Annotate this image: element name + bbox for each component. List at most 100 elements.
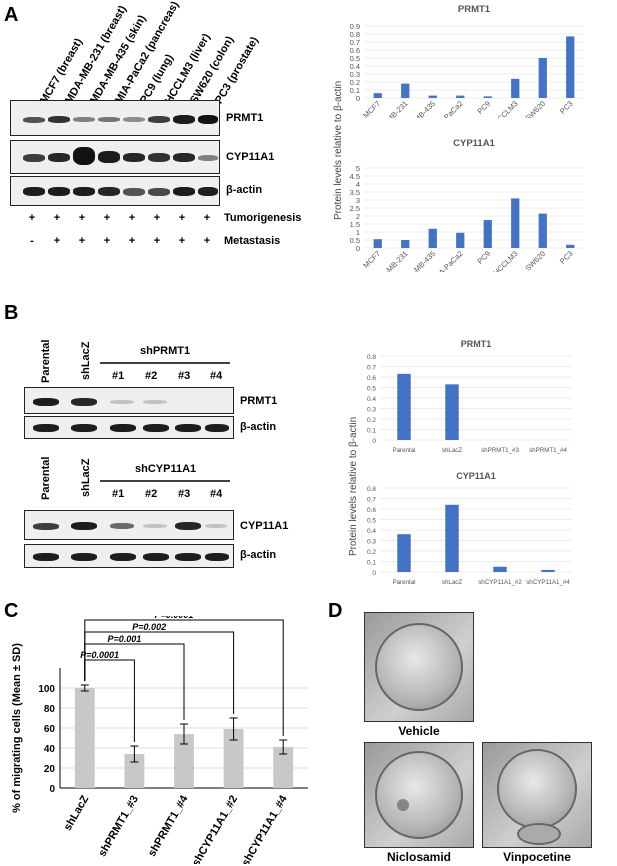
- y-tick-label: 1.5: [350, 220, 360, 229]
- x-tick-label: HCCLM3: [491, 249, 519, 272]
- sign-metastasis: +: [153, 235, 161, 247]
- x-tick-label: shCYP11A1_#4: [240, 793, 291, 864]
- sign-metastasis: +: [103, 235, 111, 247]
- y-tick-label: 0.2: [367, 417, 376, 424]
- y-tick-label: 2: [356, 212, 360, 221]
- bar: [273, 747, 294, 788]
- bar: [541, 569, 555, 572]
- lane-label: Parental: [40, 339, 52, 383]
- x-tick-label: MIA-PaCa2: [431, 99, 465, 118]
- y-tick-label: 0.5: [350, 54, 360, 63]
- bar: [538, 58, 547, 98]
- sign-tumorigenesis: +: [28, 212, 36, 224]
- p-value-label: P=0.0001: [155, 616, 194, 620]
- y-tick-label: 0: [372, 438, 376, 445]
- y-axis-label: % of migrating cells (Mean ± SD): [11, 643, 23, 813]
- chart-title: CYP11A1: [456, 471, 496, 481]
- clone-label: #4: [210, 488, 223, 500]
- y-tick-label: 60: [44, 724, 56, 735]
- x-tick-label: shCYP11A1_#2: [190, 794, 240, 865]
- blot-label-cyp11a1: CYP11A1: [226, 151, 275, 163]
- clone-label: #3: [178, 488, 191, 500]
- y-tick-label: 0.4: [367, 396, 376, 403]
- bar: [445, 384, 459, 440]
- x-tick-label: shPRMT1_#4: [529, 447, 567, 454]
- x-tick-label: PC9: [475, 249, 492, 266]
- y-tick-label: 0.2: [350, 78, 360, 87]
- bar: [174, 734, 194, 788]
- chart-b-cyp11a1: CYP11A100.10.20.30.40.50.60.70.8Parental…: [367, 471, 572, 586]
- blot-beta-actin-a: [10, 176, 220, 206]
- y-tick-label: 0.2: [367, 549, 376, 556]
- x-tick-label: shPRMT1_#3: [481, 447, 519, 454]
- sign-metastasis: +: [128, 235, 136, 247]
- clone-label: #4: [210, 370, 223, 382]
- chart-title: CYP11A1: [453, 138, 495, 149]
- group-label-shcyp11a1: shCYP11A1: [135, 463, 197, 475]
- y-tick-label: 2.5: [350, 204, 360, 213]
- y-tick-label: 0.3: [367, 539, 376, 546]
- sign-tumorigenesis: +: [128, 212, 136, 224]
- sign-tumorigenesis: +: [103, 212, 111, 224]
- embryo-photo-niclosamid: [364, 742, 474, 848]
- blot-prmt1-b: [24, 387, 234, 414]
- x-tick-label: shPRMT1_#4: [146, 793, 191, 859]
- bar: [397, 373, 411, 440]
- y-tick-label: 0.6: [350, 46, 360, 55]
- y-tick-label: 0.6: [367, 375, 376, 382]
- y-tick-label: 0.1: [350, 86, 360, 95]
- clone-label: #3: [178, 370, 191, 382]
- bar: [373, 239, 382, 248]
- clone-label: #1: [112, 488, 125, 500]
- y-tick-label: 80: [44, 704, 56, 715]
- bar: [456, 232, 465, 248]
- group-bracket: [100, 362, 230, 364]
- bar: [223, 729, 244, 788]
- blot-prmt1: [10, 100, 220, 136]
- x-tick-label: HCCLM3: [491, 99, 519, 118]
- x-tick-label: PC3: [558, 249, 575, 266]
- y-tick-label: 0.1: [367, 560, 376, 567]
- y-tick-label: 0.5: [367, 386, 376, 393]
- sign-tumorigenesis: +: [153, 212, 161, 224]
- y-tick-label: 0.3: [367, 407, 376, 414]
- y-tick-label: 0.4: [367, 528, 376, 535]
- row-label-tumorigenesis: Tumorigenesis: [224, 212, 302, 224]
- bar: [445, 504, 459, 572]
- x-tick-label: shLacZ: [62, 793, 92, 833]
- y-tick-label: 1: [356, 228, 360, 237]
- blot-label-cyp11a1: CYP11A1: [240, 520, 289, 532]
- x-tick-label: SW620: [523, 99, 547, 118]
- embryo-photo-vinpocetine: [482, 742, 592, 848]
- lane-label: Parental: [40, 456, 52, 500]
- sign-tumorigenesis: +: [203, 212, 211, 224]
- clone-label: #1: [112, 370, 125, 382]
- chart-a-prmt1: PRMT100.10.20.30.40.50.60.70.80.9MCF7MDA…: [350, 4, 584, 118]
- sign-tumorigenesis: +: [178, 212, 186, 224]
- y-tick-label: 0.7: [350, 38, 360, 47]
- bar: [566, 244, 575, 248]
- lane-label: shLacZ: [80, 341, 92, 380]
- x-tick-label: PC9: [475, 99, 492, 116]
- photo-label-vinpocetine: Vinpocetine: [503, 850, 571, 864]
- p-value-label: P=0.002: [132, 622, 166, 632]
- photo-label-niclosamid: Niclosamid: [386, 850, 452, 864]
- bar: [401, 240, 410, 248]
- y-tick-label: 0: [356, 94, 360, 103]
- x-tick-label: MCF7: [361, 249, 382, 270]
- lane-label: shLacZ: [80, 458, 92, 497]
- sign-metastasis: -: [30, 235, 34, 247]
- x-tick-label: Parental: [392, 579, 415, 586]
- bar: [456, 95, 465, 98]
- row-label-metastasis: Metastasis: [224, 235, 281, 247]
- clone-label: #2: [145, 488, 158, 500]
- p-value-label: P=0.001: [108, 634, 142, 644]
- x-tick-label: shPRMT1_#3: [96, 794, 141, 859]
- shared-ylabel-a: Protein levels relative to β-actin: [333, 80, 344, 220]
- y-tick-label: 4.5: [350, 172, 360, 181]
- blot-beta-actin-b1: [24, 416, 234, 439]
- y-tick-label: 0.5: [350, 236, 360, 245]
- sign-tumorigenesis: +: [78, 212, 86, 224]
- p-value-label: P=0.0001: [80, 650, 119, 660]
